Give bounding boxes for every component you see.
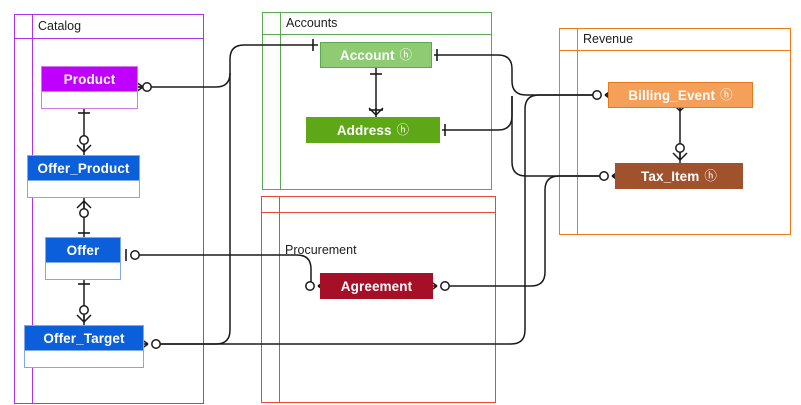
group-accounts-header-divider <box>262 34 492 35</box>
entity-offer-product[interactable]: Offer_Product <box>27 155 140 198</box>
entity-account-label: Account <box>339 47 395 63</box>
card-product-right <box>135 81 152 93</box>
wire-address-taxitem <box>511 96 603 177</box>
group-catalog[interactable]: Catalog <box>14 14 204 404</box>
entity-offer-target-header: Offer_Target <box>24 325 144 351</box>
entity-offer-target[interactable]: Offer_Target <box>24 325 144 368</box>
card-offertarget-top <box>76 305 92 323</box>
group-revenue-rail <box>577 28 578 235</box>
group-accounts-frame <box>262 12 492 190</box>
entity-product[interactable]: Product <box>41 66 138 109</box>
entity-agreement[interactable]: Agreement <box>320 273 433 299</box>
group-accounts-title: Accounts <box>286 16 338 30</box>
history-icon: ⓗ <box>399 47 413 62</box>
entity-tax-item-label: Tax_Item <box>641 168 700 184</box>
group-procurement-title: Procurement <box>285 243 357 257</box>
group-catalog-rail <box>32 14 33 404</box>
entity-offer-label: Offer <box>66 242 100 258</box>
entity-billing-event-header: Billing_Event ⓗ <box>608 82 753 108</box>
group-revenue-title: Revenue <box>583 32 634 46</box>
entity-address-header: Address ⓗ <box>306 117 440 143</box>
group-revenue-frame <box>559 28 791 235</box>
entity-product-label: Product <box>63 71 116 87</box>
card-offerproduct-top <box>76 135 92 153</box>
entity-offer-target-label: Offer_Target <box>43 330 125 346</box>
group-revenue[interactable]: Revenue <box>559 28 791 235</box>
card-address-top <box>368 107 384 116</box>
group-revenue-header-divider <box>559 50 791 51</box>
wire-offertarget-billing <box>232 94 596 345</box>
wire-product-trunk-down <box>158 73 231 345</box>
entity-address[interactable]: Address ⓗ <box>306 117 440 143</box>
entity-offer-header: Offer <box>45 237 121 263</box>
entity-offer-product-attributes <box>27 181 140 198</box>
wire-offer-agreement <box>131 254 312 286</box>
entity-offer-target-attributes <box>24 351 144 368</box>
group-catalog-frame <box>14 14 204 404</box>
entity-offer[interactable]: Offer <box>45 237 121 280</box>
entity-account-header: Account ⓗ <box>320 42 432 68</box>
entity-offer-product-label: Offer_Product <box>37 160 130 176</box>
wire-agreement-taxitem <box>446 175 603 287</box>
card-offertarget-right <box>140 338 161 350</box>
entity-tax-item-header: Tax_Item ⓗ <box>615 163 743 189</box>
entity-billing-event-label: Billing_Event <box>628 87 716 103</box>
wire-address-trunk <box>442 96 513 131</box>
entity-agreement-label: Agreement <box>340 278 413 294</box>
card-taxitem-top <box>672 143 688 161</box>
group-procurement-header-divider <box>261 212 496 213</box>
entity-agreement-header: Agreement <box>320 273 433 299</box>
group-procurement-frame <box>261 196 496 403</box>
wire-product-account <box>138 44 318 88</box>
entity-offer-attributes <box>45 263 121 280</box>
card-agreement-right <box>429 280 450 292</box>
entity-address-label: Address <box>336 122 392 138</box>
group-procurement-rail <box>279 196 280 403</box>
card-offerproduct-bottom <box>76 200 92 218</box>
group-catalog-header-divider <box>14 38 204 39</box>
entity-account[interactable]: Account ⓗ <box>320 42 432 68</box>
wire-account-billing <box>434 54 596 96</box>
group-procurement[interactable]: Procurement <box>261 196 496 403</box>
entity-billing-event[interactable]: Billing_Event ⓗ <box>608 82 753 108</box>
entity-tax-item[interactable]: Tax_Item ⓗ <box>615 163 743 189</box>
entity-offer-product-header: Offer_Product <box>27 155 140 181</box>
history-icon: ⓗ <box>396 122 410 137</box>
group-accounts[interactable]: Accounts <box>262 12 492 190</box>
entity-product-header: Product <box>41 66 138 92</box>
group-accounts-rail <box>280 12 281 190</box>
card-offer-right <box>125 249 140 261</box>
group-catalog-title: Catalog <box>38 19 82 33</box>
entity-product-attributes <box>41 92 138 109</box>
history-icon: ⓗ <box>720 87 733 102</box>
history-icon: ⓗ <box>704 168 717 183</box>
